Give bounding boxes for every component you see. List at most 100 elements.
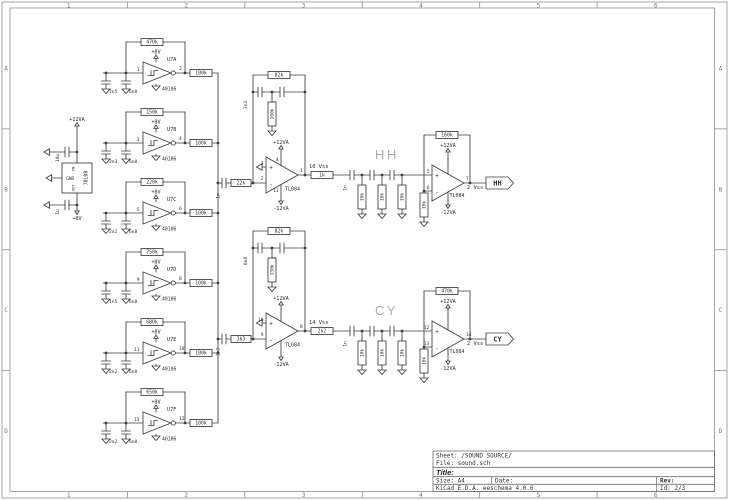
resistor[interactable]: 100k [189, 349, 213, 357]
gnd-symbol[interactable] [121, 88, 131, 95]
gnd-symbol[interactable] [151, 155, 161, 162]
power-flag[interactable]: +8V [151, 120, 161, 131]
gnd-symbol[interactable] [151, 295, 161, 302]
gnd-symbol[interactable] [121, 368, 131, 375]
resistor[interactable]: 10k [377, 184, 387, 210]
gnd-symbol[interactable] [101, 88, 111, 95]
gnd-symbol[interactable] [357, 213, 367, 220]
gnd-symbol[interactable] [101, 298, 111, 305]
input-arrow-flag[interactable] [43, 148, 50, 156]
resistor[interactable]: 100k [189, 209, 213, 217]
capacitor[interactable]: 6n8 [121, 142, 138, 165]
gnd-symbol[interactable] [267, 286, 277, 293]
resistor[interactable]: 470k [435, 287, 459, 295]
power-flag[interactable]: +8V [151, 330, 161, 341]
gnd-symbol[interactable] [121, 298, 131, 305]
capacitor[interactable] [221, 333, 227, 345]
capacitor[interactable]: 3n3 [101, 142, 118, 165]
capacitor[interactable]: 2n2 [101, 352, 118, 375]
power-flag[interactable]: -12VA [273, 354, 290, 368]
hierarchical-port[interactable]: HH [485, 176, 515, 190]
resistor[interactable]: 100k [189, 279, 213, 287]
capacitor[interactable]: 6n8 [121, 282, 138, 305]
capacitor[interactable]: 6n8 [121, 212, 138, 235]
capacitor[interactable] [221, 177, 227, 189]
resistor[interactable]: 10k [377, 340, 387, 366]
resistor[interactable]: 10k [419, 192, 429, 218]
capacitor[interactable]: 6n8 [121, 352, 138, 375]
power-flag[interactable]: +8V [72, 208, 82, 222]
capacitor[interactable] [279, 86, 285, 98]
resistor[interactable]: 1k [310, 171, 334, 179]
input-arrow-flag[interactable] [45, 174, 52, 182]
resistor[interactable]: 22k [230, 179, 252, 187]
gnd-symbol[interactable] [121, 228, 131, 235]
output-filter[interactable]: 1n1n1n10k10k10k [343, 169, 433, 220]
gnd-symbol[interactable] [121, 438, 131, 445]
gnd-symbol[interactable] [267, 130, 277, 137]
capacitor[interactable] [257, 86, 263, 98]
resistor[interactable]: 82k [267, 227, 291, 235]
gnd-symbol[interactable] [377, 213, 387, 220]
regulator-body[interactable] [61, 162, 93, 194]
power-flag[interactable]: +12VA [273, 140, 290, 152]
input-arrow-flag[interactable] [255, 163, 263, 171]
resistor[interactable]: 470k [140, 38, 164, 46]
capacitor[interactable] [389, 169, 395, 181]
power-flag[interactable]: +12VA [440, 299, 457, 311]
gnd-symbol[interactable] [419, 377, 429, 384]
capacitor[interactable]: 6n8 [121, 422, 138, 445]
resistor[interactable]: 10k [419, 348, 429, 374]
resistor[interactable]: 3k3 [230, 335, 252, 343]
resistor[interactable]: 750k [140, 248, 164, 256]
gnd-symbol[interactable] [151, 365, 161, 372]
resistor[interactable]: 650k [140, 388, 164, 396]
gnd-symbol[interactable] [121, 158, 131, 165]
capacitor[interactable]: 1n5 [101, 72, 118, 95]
power-flag[interactable]: +12VA [273, 296, 290, 308]
resistor[interactable]: 330k [267, 257, 277, 283]
power-flag[interactable]: +12VA [440, 143, 457, 155]
opamp-triangle[interactable] [265, 156, 299, 194]
resistor[interactable]: 160k [435, 131, 459, 139]
capacitor[interactable] [349, 169, 355, 181]
resistor[interactable]: 10k [357, 340, 367, 366]
capacitor[interactable] [257, 242, 263, 254]
gnd-symbol[interactable] [151, 85, 161, 92]
resistor[interactable]: 100k [189, 69, 213, 77]
gnd-symbol[interactable] [397, 213, 407, 220]
capacitor[interactable] [279, 242, 285, 254]
capacitor[interactable]: 2n2 [101, 212, 118, 235]
power-flag[interactable]: -12VA [440, 202, 457, 216]
capacitor[interactable] [369, 169, 375, 181]
power-flag[interactable]: -12VA [273, 198, 290, 212]
input-arrow-flag[interactable] [43, 201, 50, 209]
gnd-symbol[interactable] [101, 228, 111, 235]
resistor[interactable]: 10k [397, 340, 407, 366]
gnd-symbol[interactable] [151, 435, 161, 442]
gnd-symbol[interactable] [101, 368, 111, 375]
power-flag[interactable]: +8V [151, 400, 161, 411]
resistor[interactable]: 82k [267, 71, 291, 79]
gnd-symbol[interactable] [101, 438, 111, 445]
resistor[interactable]: 680k [140, 318, 164, 326]
input-arrow-flag[interactable] [255, 319, 263, 327]
power-flag[interactable]: +8V [151, 260, 161, 271]
gnd-symbol[interactable] [101, 158, 111, 165]
power-flag[interactable]: -12VA [440, 358, 457, 372]
power-flag[interactable]: +8V [151, 190, 161, 201]
gnd-symbol[interactable] [419, 221, 429, 228]
